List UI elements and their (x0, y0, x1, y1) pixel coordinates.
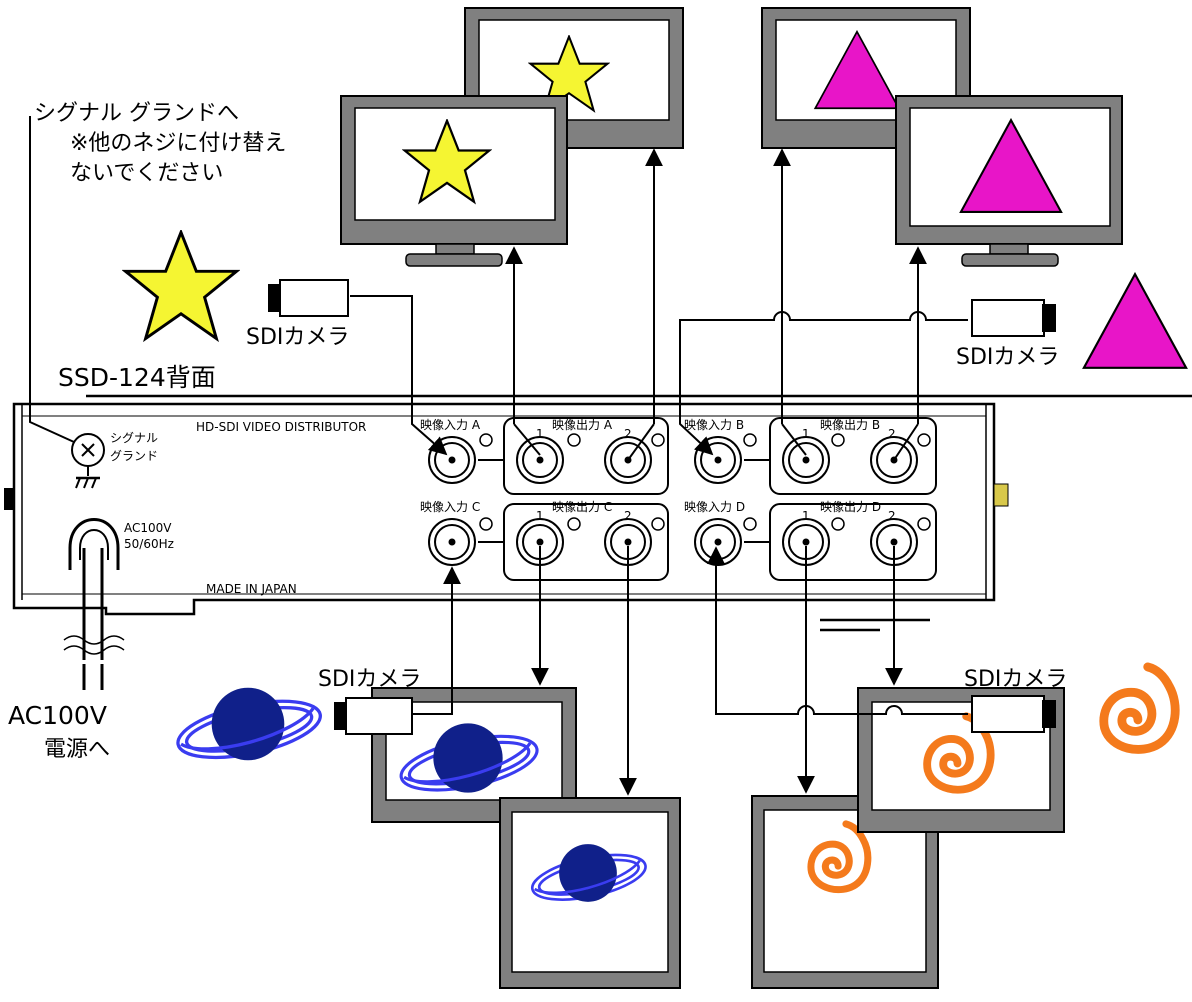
ground-note-line3: ないでください (70, 161, 223, 186)
ac-note-line2: 電源へ (44, 737, 110, 762)
monitor-bottom-d2 (857, 687, 1065, 833)
camera-d (971, 695, 1056, 733)
bnc-output-d1 (782, 518, 830, 566)
port-number: 2 (888, 427, 896, 441)
planet-icon (171, 685, 328, 768)
output-b-label: 映像出力 B (820, 418, 880, 432)
cable-camera-a (350, 295, 448, 456)
camera-label: SDIカメラ (956, 345, 1059, 370)
spiral-icon (1104, 667, 1175, 750)
bnc-input-d (694, 518, 742, 566)
model-label: SSD-124背面 (58, 363, 216, 392)
port-number: 2 (624, 509, 632, 523)
camera-label: SDIカメラ (246, 325, 349, 350)
output-d-label: 映像出力 D (820, 500, 881, 514)
input-c-label: 映像入力 C (420, 500, 480, 514)
monitor-top-b2 (895, 95, 1123, 267)
output-c-label: 映像出力 C (552, 500, 612, 514)
triangle-icon (1082, 273, 1188, 369)
bnc-output-b1 (782, 436, 830, 484)
cable-camera-b (679, 311, 968, 456)
cable-camera-d (707, 546, 968, 715)
input-a-label: 映像入力 A (420, 418, 481, 432)
bnc-input-c (428, 518, 476, 566)
monitor-bottom-c2 (499, 797, 681, 989)
port-number: 2 (888, 509, 896, 523)
output-a-label: 映像出力 A (552, 418, 613, 432)
bnc-output-c1 (516, 518, 564, 566)
ground-callout-line (29, 116, 75, 443)
cable-camera-c (412, 566, 461, 715)
camera-c (334, 697, 413, 735)
camera-b (971, 299, 1056, 337)
ground-note-line2: ※他のネジに付け替え (70, 131, 286, 156)
port-number: 1 (802, 427, 810, 441)
ground-label-2: グランド (110, 449, 158, 463)
ac-note-line1: AC100V (8, 701, 107, 730)
made-in-label: MADE IN JAPAN (206, 582, 297, 596)
input-d-label: 映像入力 D (684, 500, 745, 514)
bnc-output-c2 (604, 518, 652, 566)
input-b-label: 映像入力 B (684, 418, 744, 432)
device-rear-panel: HD-SDI VIDEO DISTRIBUTOR シグナル グランド AC100… (4, 394, 1192, 690)
port-number: 2 (624, 427, 632, 441)
camera-a (268, 279, 349, 317)
port-number: 1 (802, 509, 810, 523)
star-icon (124, 230, 238, 341)
ground-note-line1: シグナル グランドへ (34, 101, 239, 126)
monitor-top-a1 (340, 95, 568, 267)
ac-spec-1: AC100V (124, 521, 172, 535)
bnc-output-a1 (516, 436, 564, 484)
ground-label-1: シグナル (110, 431, 158, 445)
port-number: 1 (536, 427, 544, 441)
camera-label: SDIカメラ (318, 667, 421, 692)
ac-spec-2: 50/60Hz (124, 537, 174, 551)
panel-title: HD-SDI VIDEO DISTRIBUTOR (196, 420, 366, 434)
camera-label: SDIカメラ (964, 667, 1067, 692)
port-number: 1 (536, 509, 544, 523)
